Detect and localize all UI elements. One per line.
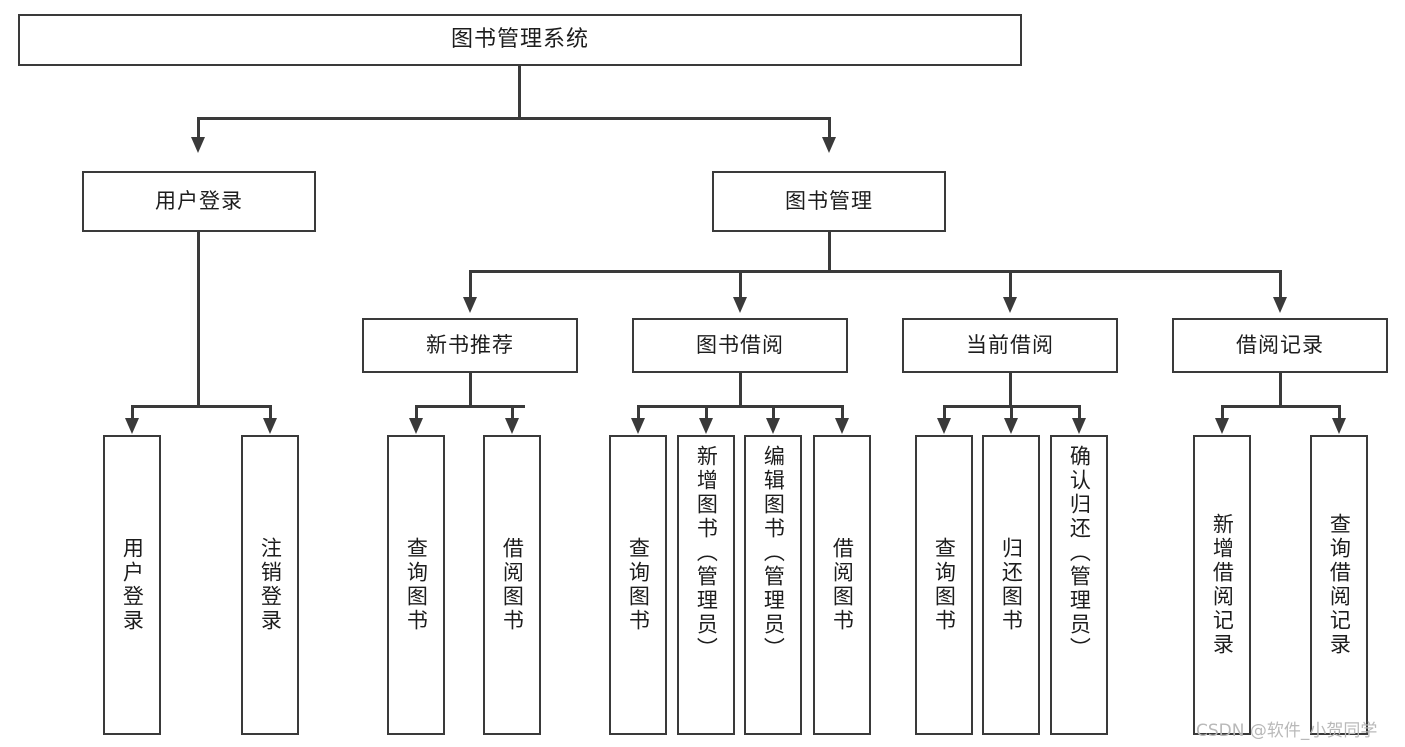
arrowhead-leaf-query-book-3 <box>937 418 951 434</box>
arrowhead-leaf-add-record <box>1215 418 1229 434</box>
arrowhead-leaf-query-book-1 <box>409 418 423 434</box>
node-label: 归还图书 <box>999 537 1024 633</box>
node-leaf-borrow-book-2[interactable]: 借阅图书 <box>813 435 871 735</box>
node-current-borrow[interactable]: 当前借阅 <box>902 318 1118 373</box>
node-label: 确认归还（管理员） <box>1067 445 1092 661</box>
connector-cb-to-leaf-2 <box>1010 405 1013 419</box>
connector-new-book-stem <box>469 373 472 407</box>
arrowhead-leaf-query-book-2 <box>631 418 645 434</box>
node-leaf-query-book-3[interactable]: 查询图书 <box>915 435 973 735</box>
connector-borrow-record-stem <box>1279 373 1282 407</box>
arrowhead-leaf-return-book <box>1004 418 1018 434</box>
node-label: 用户登录 <box>120 537 145 633</box>
connector-root-to-book-management <box>828 117 831 139</box>
connector-root-bus <box>197 117 831 120</box>
connector-book-borrow-stem <box>739 373 742 407</box>
node-label: 查询图书 <box>932 537 957 633</box>
arrowhead-leaf-add-book <box>699 418 713 434</box>
node-leaf-add-record[interactable]: 新增借阅记录 <box>1193 435 1251 735</box>
connector-bm-to-borrow-record <box>1279 270 1282 298</box>
node-label: 查询借阅记录 <box>1327 513 1352 657</box>
connector-new-book-to-leaf-2 <box>511 405 514 419</box>
connector-bm-to-current-borrow <box>1009 270 1012 298</box>
watermark-text: CSDN @软件_小贺同学 <box>1196 721 1378 741</box>
connector-root-to-user-login <box>197 117 200 139</box>
connector-user-login-to-leaf-1 <box>131 405 134 419</box>
arrowhead-to-user-login <box>191 137 205 153</box>
connector-root-stem <box>518 66 521 118</box>
connector-user-login-bus <box>131 405 272 408</box>
arrowhead-leaf-logout-login <box>263 418 277 434</box>
connector-user-login-to-leaf-2 <box>269 405 272 419</box>
connector-bm-to-new-book <box>469 270 472 298</box>
connector-book-borrow-bus <box>637 405 843 408</box>
node-leaf-query-book-2[interactable]: 查询图书 <box>609 435 667 735</box>
node-leaf-logout-login[interactable]: 注销登录 <box>241 435 299 735</box>
arrowhead-book-borrow <box>733 297 747 313</box>
connector-borrow-record-bus <box>1221 405 1340 408</box>
node-label: 编辑图书（管理员） <box>761 445 786 661</box>
connector-user-login-stem <box>197 232 200 406</box>
node-label: 用户登录 <box>155 189 243 214</box>
connector-bb-to-leaf-1 <box>637 405 640 419</box>
connector-new-book-to-leaf-1 <box>415 405 418 419</box>
node-borrow-record[interactable]: 借阅记录 <box>1172 318 1388 373</box>
node-leaf-edit-book[interactable]: 编辑图书（管理员） <box>744 435 802 735</box>
node-user-login[interactable]: 用户登录 <box>82 171 316 232</box>
node-leaf-user-login[interactable]: 用户登录 <box>103 435 161 735</box>
arrowhead-current-borrow <box>1003 297 1017 313</box>
arrowhead-to-book-management <box>822 137 836 153</box>
node-leaf-query-book-1[interactable]: 查询图书 <box>387 435 445 735</box>
arrowhead-borrow-record <box>1273 297 1287 313</box>
connector-bb-to-leaf-3 <box>772 405 775 419</box>
node-label: 查询图书 <box>626 537 651 633</box>
arrowhead-leaf-borrow-book-1 <box>505 418 519 434</box>
arrowhead-leaf-user-login <box>125 418 139 434</box>
node-label: 图书管理 <box>785 189 873 214</box>
connector-br-to-leaf-2 <box>1338 405 1341 419</box>
node-book-borrow[interactable]: 图书借阅 <box>632 318 848 373</box>
node-leaf-borrow-book-1[interactable]: 借阅图书 <box>483 435 541 735</box>
node-label: 新书推荐 <box>426 333 514 358</box>
node-label: 图书管理系统 <box>450 27 589 53</box>
node-root-system[interactable]: 图书管理系统 <box>18 14 1022 66</box>
arrowhead-leaf-borrow-book-2 <box>835 418 849 434</box>
arrowhead-new-book-recommend <box>463 297 477 313</box>
node-new-book-recommend[interactable]: 新书推荐 <box>362 318 578 373</box>
node-label: 借阅图书 <box>500 537 525 633</box>
node-label: 借阅图书 <box>830 537 855 633</box>
connector-book-management-bus <box>469 270 1281 273</box>
node-label: 注销登录 <box>258 537 283 633</box>
connector-cb-to-leaf-3 <box>1078 405 1081 419</box>
node-label: 查询图书 <box>404 537 429 633</box>
node-leaf-return-book[interactable]: 归还图书 <box>982 435 1040 735</box>
node-label: 图书借阅 <box>696 333 784 358</box>
node-label: 当前借阅 <box>966 333 1054 358</box>
connector-new-book-bus <box>415 405 525 408</box>
arrowhead-leaf-edit-book <box>766 418 780 434</box>
node-label: 新增图书（管理员） <box>694 445 719 661</box>
connector-book-management-stem <box>828 232 831 272</box>
arrowhead-leaf-query-record <box>1332 418 1346 434</box>
connector-current-borrow-stem <box>1009 373 1012 407</box>
node-leaf-add-book[interactable]: 新增图书（管理员） <box>677 435 735 735</box>
node-leaf-query-record[interactable]: 查询借阅记录 <box>1310 435 1368 735</box>
node-book-management[interactable]: 图书管理 <box>712 171 946 232</box>
node-label: 借阅记录 <box>1236 333 1324 358</box>
connector-bb-to-leaf-4 <box>841 405 844 419</box>
arrowhead-leaf-confirm-return <box>1072 418 1086 434</box>
connector-bb-to-leaf-2 <box>705 405 708 419</box>
connector-br-to-leaf-1 <box>1221 405 1224 419</box>
connector-cb-to-leaf-1 <box>943 405 946 419</box>
node-leaf-confirm-return[interactable]: 确认归还（管理员） <box>1050 435 1108 735</box>
connector-bm-to-book-borrow <box>739 270 742 298</box>
node-label: 新增借阅记录 <box>1210 513 1235 657</box>
